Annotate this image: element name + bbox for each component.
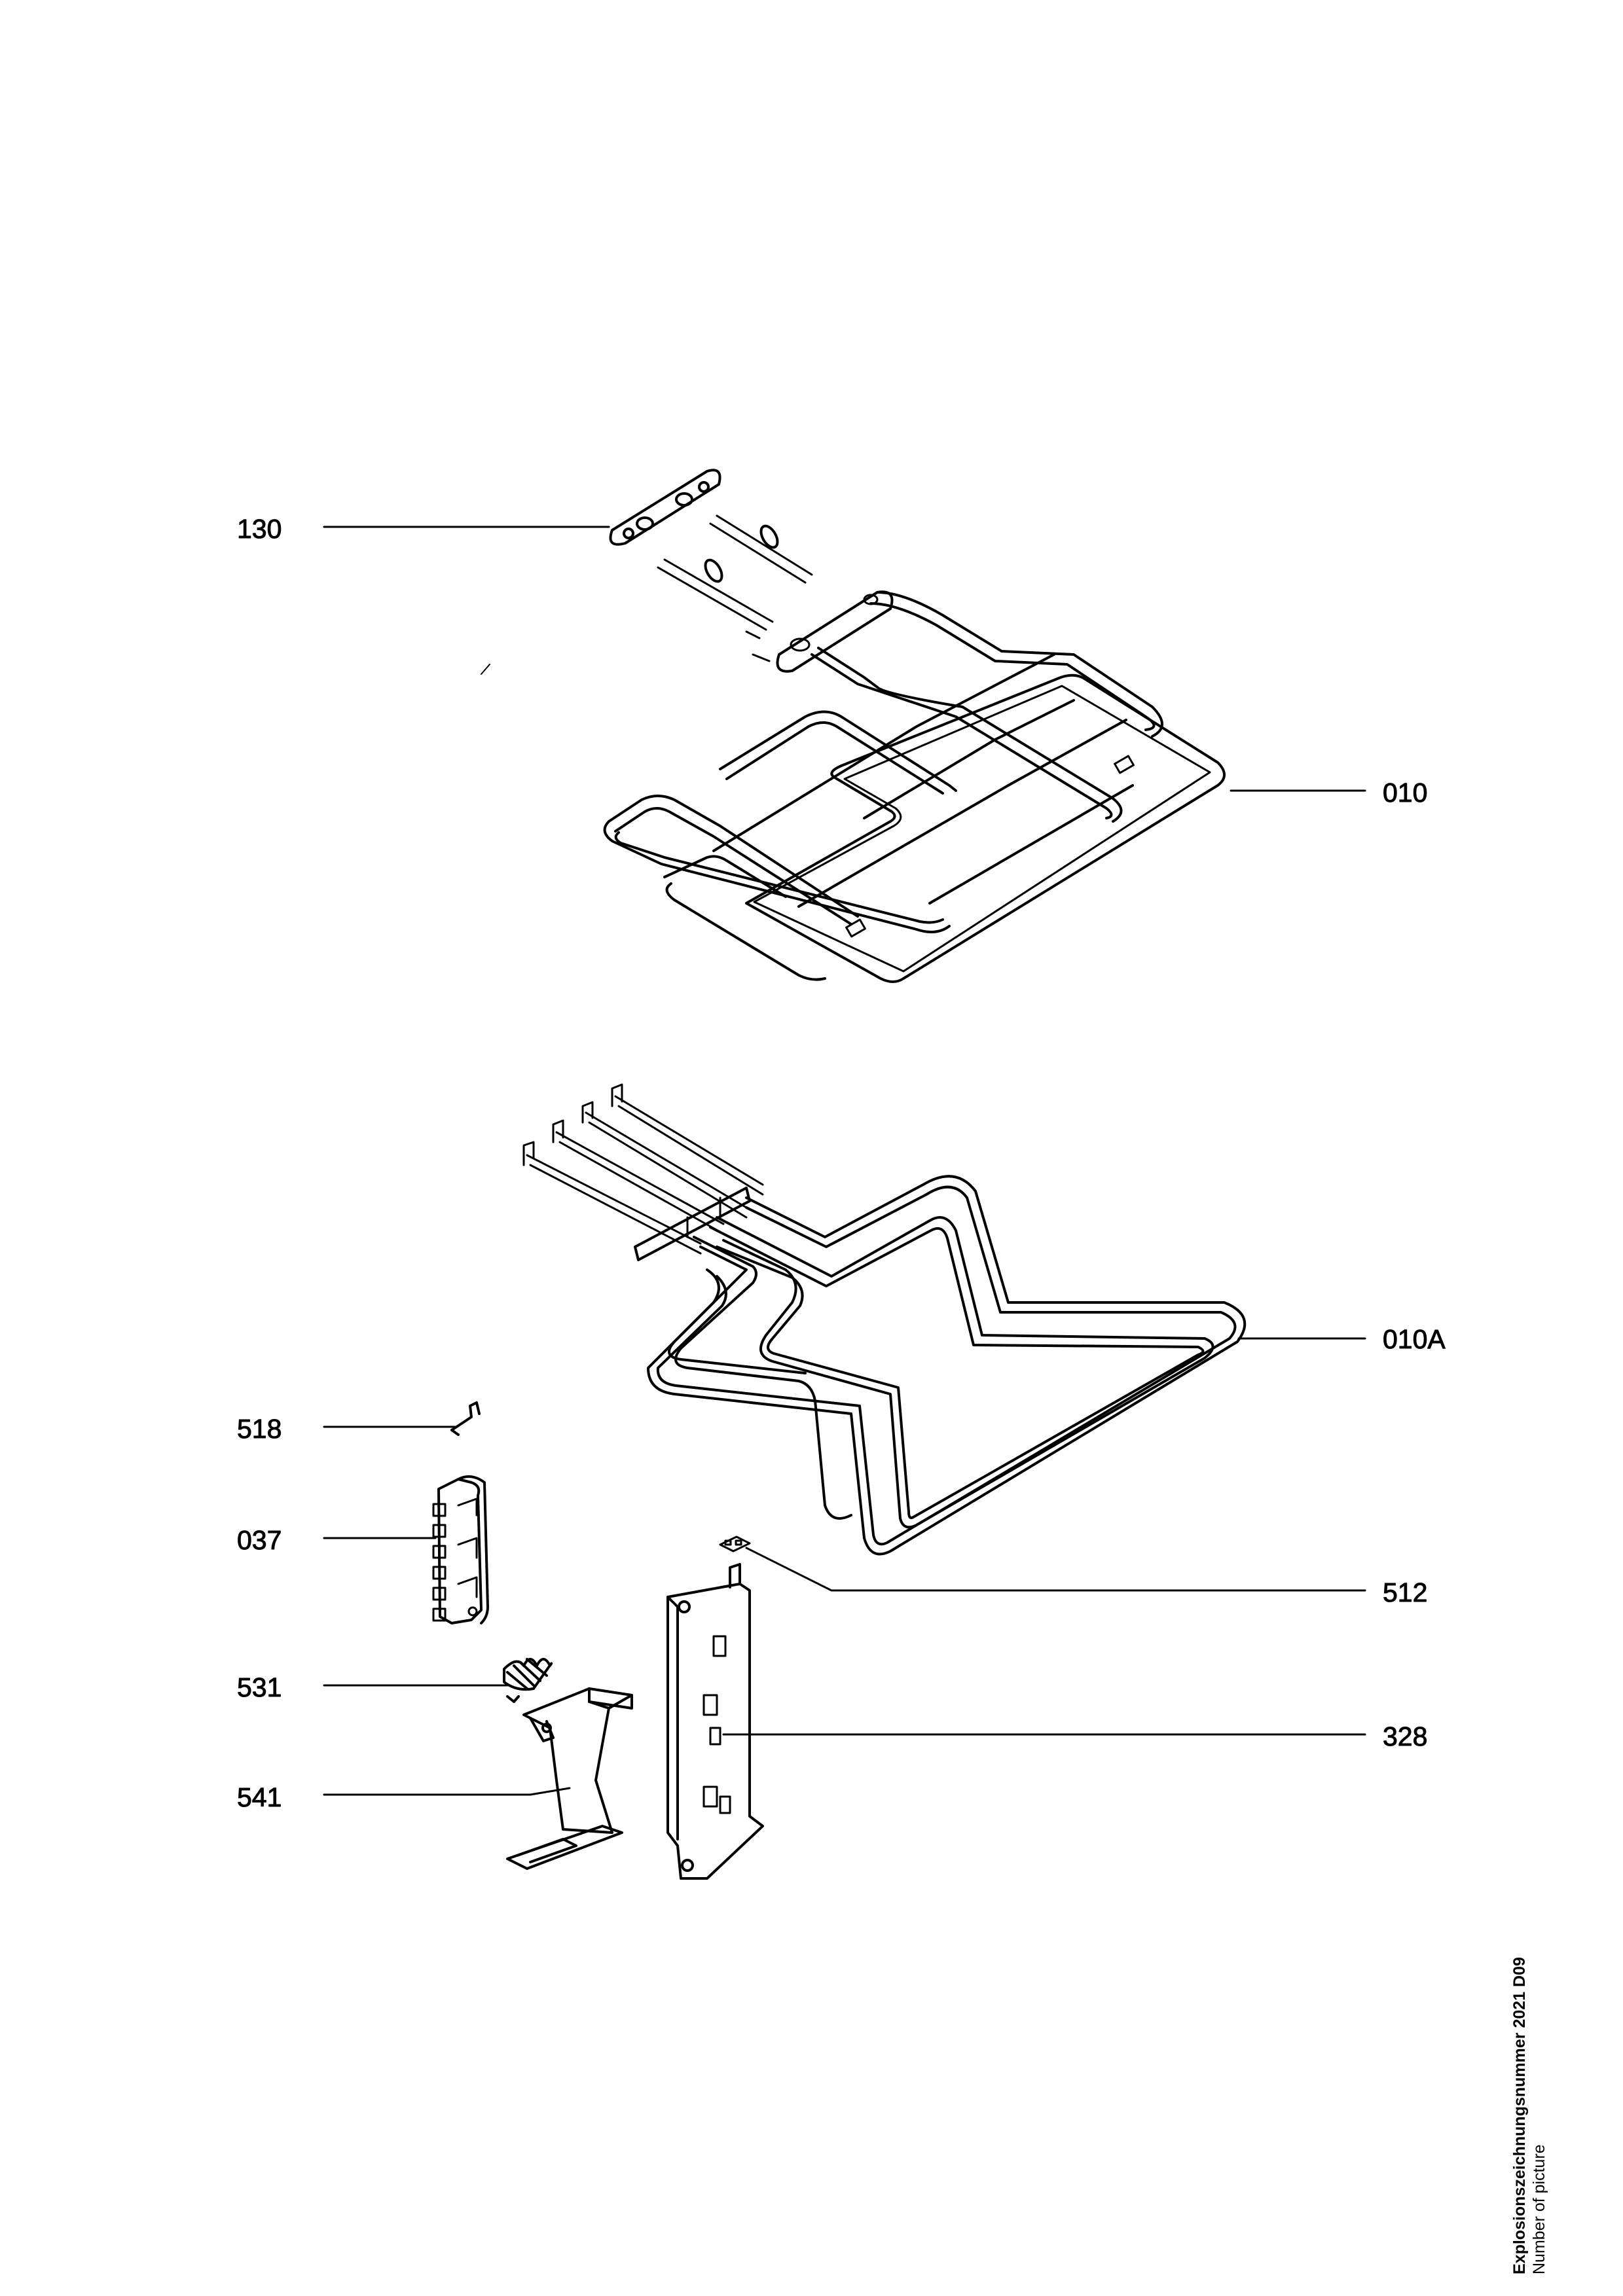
label-512: 512	[1383, 1577, 1427, 1607]
part-labels: 130 010 010A 518 037 512 531 328 541	[237, 514, 1446, 1813]
part-541-support-bracket	[506, 1687, 633, 1870]
label-037: 037	[237, 1525, 282, 1555]
part-010A-heating-element	[522, 1083, 1247, 1556]
part-010-grill-element	[603, 514, 1226, 983]
label-541: 541	[237, 1782, 282, 1812]
leader-541	[323, 1787, 571, 1796]
label-328: 328	[1383, 1721, 1427, 1751]
drawing-number-note: Explosionszeichnungsnummer 2021 D09 Numb…	[1510, 1957, 1549, 2274]
drawing-number: Explosionszeichnungsnummer 2021 D09	[1510, 1957, 1529, 2274]
part-518-clip	[450, 1401, 481, 1436]
part-037-terminal-block	[432, 1475, 489, 1624]
label-518: 518	[237, 1414, 282, 1444]
part-328-vertical-bracket	[666, 1563, 764, 1880]
stray-mark	[481, 664, 490, 675]
leader-lines	[323, 526, 1366, 1796]
part-531-spring	[503, 1658, 553, 1703]
label-010A: 010A	[1383, 1324, 1446, 1354]
leader-512	[745, 1547, 1366, 1592]
label-010: 010	[1383, 778, 1427, 808]
label-531: 531	[237, 1672, 282, 1702]
part-130-gasket-plate	[609, 469, 721, 546]
label-130: 130	[237, 514, 282, 544]
part-512-small-plate	[719, 1535, 751, 1552]
number-of-picture-caption: Number of picture	[1530, 2144, 1548, 2274]
